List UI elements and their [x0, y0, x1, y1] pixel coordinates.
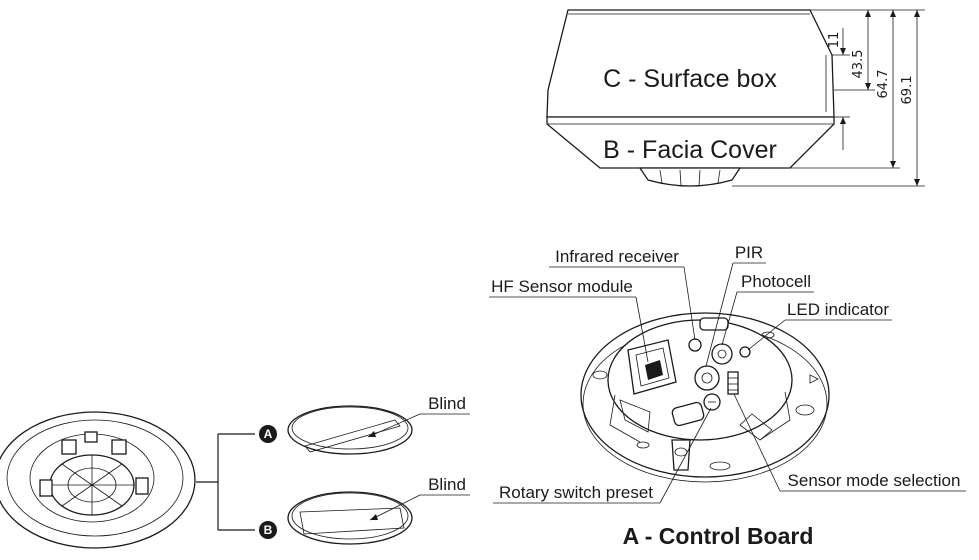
surface-box-label: C - Surface box — [603, 65, 777, 93]
facia-clip — [39, 479, 53, 497]
facia-cover-underside — [0, 411, 196, 549]
blind-a-disc — [287, 405, 413, 455]
blind-options-bracket — [196, 433, 255, 531]
dim-label-11: 11 — [827, 32, 842, 49]
blind-a: A Blind — [259, 394, 470, 455]
photocell-sensor — [711, 343, 733, 365]
facia-clip — [84, 431, 98, 443]
lens-dome — [638, 167, 742, 187]
dim-label-43-5: 43.5 — [851, 50, 866, 79]
callout-rotary-switch-preset: Rotary switch preset — [499, 483, 653, 502]
callout-leaders — [489, 262, 966, 504]
callout-sensor-mode-selection: Sensor mode selection — [788, 471, 961, 490]
callout-pir: PIR — [735, 243, 763, 262]
blind-b-marker-badge — [259, 521, 277, 539]
mounting-hole — [795, 404, 815, 416]
board-clip — [699, 317, 729, 331]
mounting-hole — [592, 370, 608, 380]
callout-photocell: Photocell — [741, 272, 811, 291]
blind-b-marker: B — [264, 523, 273, 537]
blind-a-label: Blind — [428, 394, 466, 413]
infrared-receiver-sensor — [688, 338, 702, 352]
callout-infrared-receiver: Infrared receiver — [555, 247, 679, 266]
control-board-title: A - Control Board — [623, 523, 814, 549]
pir-sensor — [694, 365, 720, 391]
dimension-lines: 11 43.5 64.7 69.1 — [732, 9, 925, 187]
front-lug — [671, 439, 691, 471]
blind-b-disc — [287, 491, 413, 545]
facia-cover-label: B - Facia Cover — [603, 136, 777, 164]
sensor-side-view: C - Surface box B - Facia Cover — [546, 9, 925, 187]
led-indicator-light — [739, 346, 751, 358]
dim-label-64-7: 64.7 — [876, 70, 891, 99]
sensor-mode-switch — [727, 371, 739, 395]
surface-box-outline — [546, 9, 835, 118]
blind-a-marker-badge — [259, 425, 277, 443]
blind-b-label: Blind — [428, 475, 466, 494]
mounting-hole — [709, 461, 731, 471]
blind-a-slot — [304, 419, 401, 453]
callout-hf-sensor-module: HF Sensor module — [491, 277, 633, 296]
facia-clip — [111, 439, 127, 455]
mounting-hole — [636, 441, 650, 449]
hf-sensor-module — [627, 339, 677, 395]
alignment-arrow — [809, 374, 819, 384]
control-board-illustration: Infrared receiver PIR HF Sensor module P… — [489, 243, 966, 549]
callout-led-indicator: LED indicator — [787, 300, 889, 319]
cable-clip — [671, 401, 705, 427]
dim-label-69-1: 69.1 — [900, 76, 915, 105]
blind-b-window — [299, 507, 405, 535]
blind-b: B Blind — [259, 475, 470, 545]
facia-clip — [61, 439, 77, 455]
blind-a-marker: A — [264, 427, 273, 441]
facia-clip — [135, 477, 149, 495]
